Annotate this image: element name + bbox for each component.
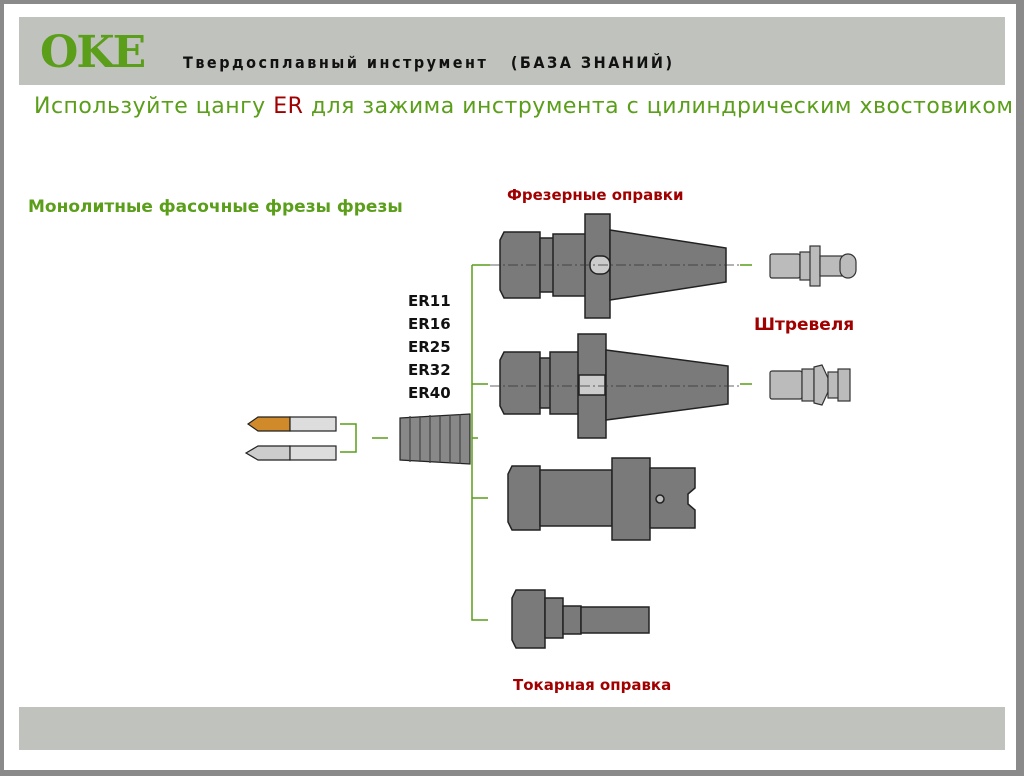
- header-band: [19, 17, 1005, 85]
- header-title: Твердосплавный инструмент (БАЗА ЗНАНИЙ): [183, 53, 675, 72]
- collet-size: ER40: [408, 384, 451, 402]
- turning-holder-label: Токарная оправка: [513, 676, 672, 694]
- collet-size: ER11: [408, 292, 451, 310]
- chamfer-cutter-plain: [244, 445, 291, 461]
- pull-studs: [769, 245, 857, 406]
- milling-holder-2: [490, 333, 740, 439]
- milling-holder-3: [507, 457, 696, 541]
- milling-holders-label: Фрезерные оправки: [507, 186, 684, 204]
- cutters-label: Монолитные фасочные фрезы фрезы: [28, 197, 403, 217]
- headline: Используйте цангу ER для зажима инструме…: [34, 94, 1014, 119]
- cutters: [244, 416, 337, 461]
- logo: OKE: [40, 27, 146, 78]
- pull-studs-label: Штревеля: [754, 315, 855, 335]
- footer-band: [19, 707, 1005, 750]
- collet-size: ER25: [408, 338, 451, 356]
- collet-size-list: ER11 ER16 ER25 ER32 ER40: [408, 290, 451, 405]
- er-collet: [399, 413, 471, 465]
- turning-holder: [511, 589, 650, 649]
- pull-stud-1: [769, 253, 801, 279]
- connector-lines: [340, 264, 752, 621]
- chamfer-cutter-coated: [246, 416, 291, 432]
- collet-size: ER32: [408, 361, 451, 379]
- pull-stud-2: [769, 370, 803, 400]
- collet-size: ER16: [408, 315, 451, 333]
- milling-holder-1: [490, 213, 740, 319]
